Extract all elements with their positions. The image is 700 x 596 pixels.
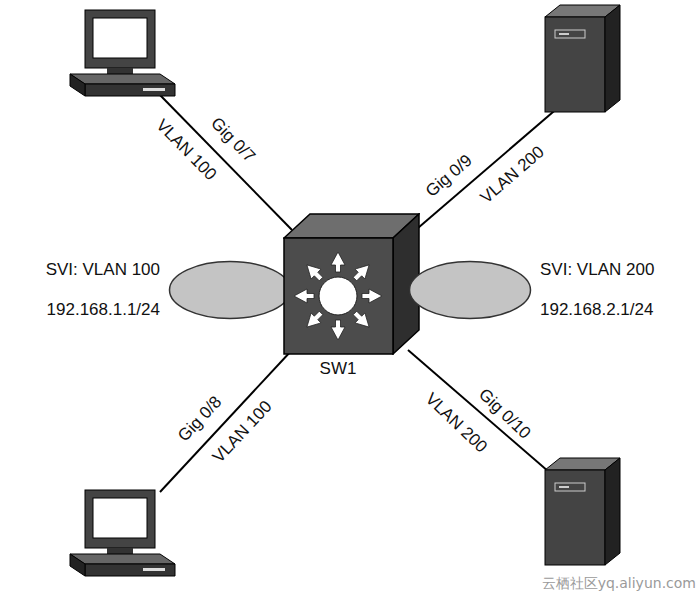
svi-node: SVI: VLAN 100192.168.1.1/24 bbox=[168, 260, 292, 320]
oval-shape bbox=[170, 262, 291, 319]
ip-address: 192.168.1.1/24 bbox=[47, 300, 160, 320]
oval-shape bbox=[410, 262, 531, 319]
switch-arrow bbox=[307, 265, 323, 281]
svi-node: SVI: VLAN 200192.168.2.1/24 bbox=[408, 260, 532, 320]
switch-arrow bbox=[353, 311, 369, 327]
svi-oval bbox=[408, 260, 532, 320]
port-label: Gig 0/8 bbox=[174, 393, 225, 446]
switch-arrow bbox=[331, 252, 345, 272]
pc-icon bbox=[70, 10, 175, 96]
vlan-label: VLAN 200 bbox=[478, 143, 549, 208]
switch-name: SW1 bbox=[320, 359, 357, 379]
switch-hub bbox=[319, 277, 357, 315]
svi-name: SVI: VLAN 100 bbox=[46, 260, 160, 280]
switch-front bbox=[284, 238, 393, 354]
switch-arrow bbox=[353, 265, 369, 281]
server-icon bbox=[545, 5, 620, 112]
svi-name: SVI: VLAN 200 bbox=[540, 260, 654, 280]
switch-arrow bbox=[331, 320, 345, 340]
port-label: Gig 0/7 bbox=[206, 114, 258, 166]
pc-icon bbox=[70, 490, 175, 576]
switch-icon bbox=[283, 213, 420, 355]
switch-arrow bbox=[362, 289, 382, 303]
ip-address: 192.168.2.1/24 bbox=[540, 300, 653, 320]
switch-node: SW1 bbox=[283, 213, 420, 355]
switch-arrow bbox=[294, 289, 314, 303]
watermark: 云栖社区yq.aliyun.com bbox=[542, 575, 696, 593]
svi-oval bbox=[168, 260, 292, 320]
switch-arrow bbox=[307, 311, 323, 327]
link-lines bbox=[160, 95, 560, 492]
server-icon bbox=[545, 458, 620, 565]
port-label: Gig 0/9 bbox=[422, 151, 476, 201]
